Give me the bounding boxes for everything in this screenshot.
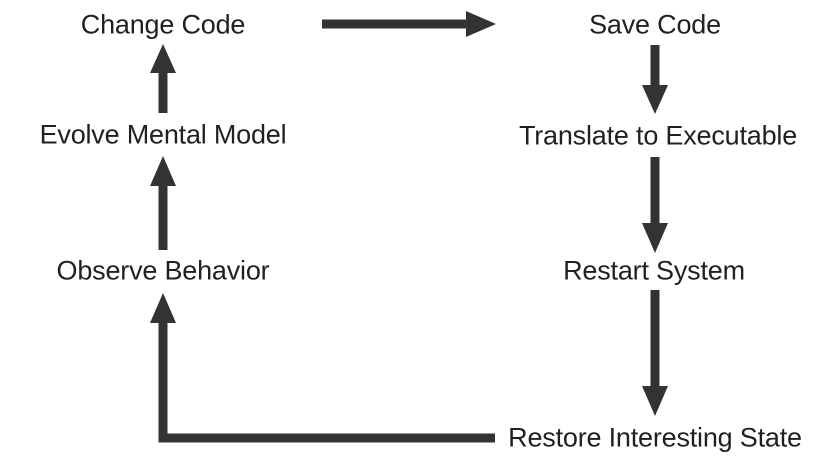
- arrow-translate-to-restart: [642, 157, 668, 253]
- node-observe-behavior[interactable]: Observe Behavior: [56, 255, 270, 286]
- node-restart-system[interactable]: Restart System: [563, 255, 745, 286]
- node-evolve-mental-model[interactable]: Evolve Mental Model: [39, 119, 287, 150]
- arrow-restore-to-observe: [150, 293, 495, 443]
- node-translate-to-executable[interactable]: Translate to Executable: [518, 120, 798, 151]
- arrow-observe-to-evolve: [150, 156, 176, 250]
- node-change-code[interactable]: Change Code: [80, 9, 246, 40]
- node-save-code[interactable]: Save Code: [589, 9, 721, 40]
- node-restore-interesting-state[interactable]: Restore Interesting State: [508, 422, 802, 453]
- arrow-evolve-to-change-code: [150, 44, 176, 113]
- arrow-restart-to-restore: [642, 290, 668, 416]
- arrow-save-code-to-translate: [642, 45, 668, 114]
- arrow-change-code-to-save-code: [322, 11, 496, 37]
